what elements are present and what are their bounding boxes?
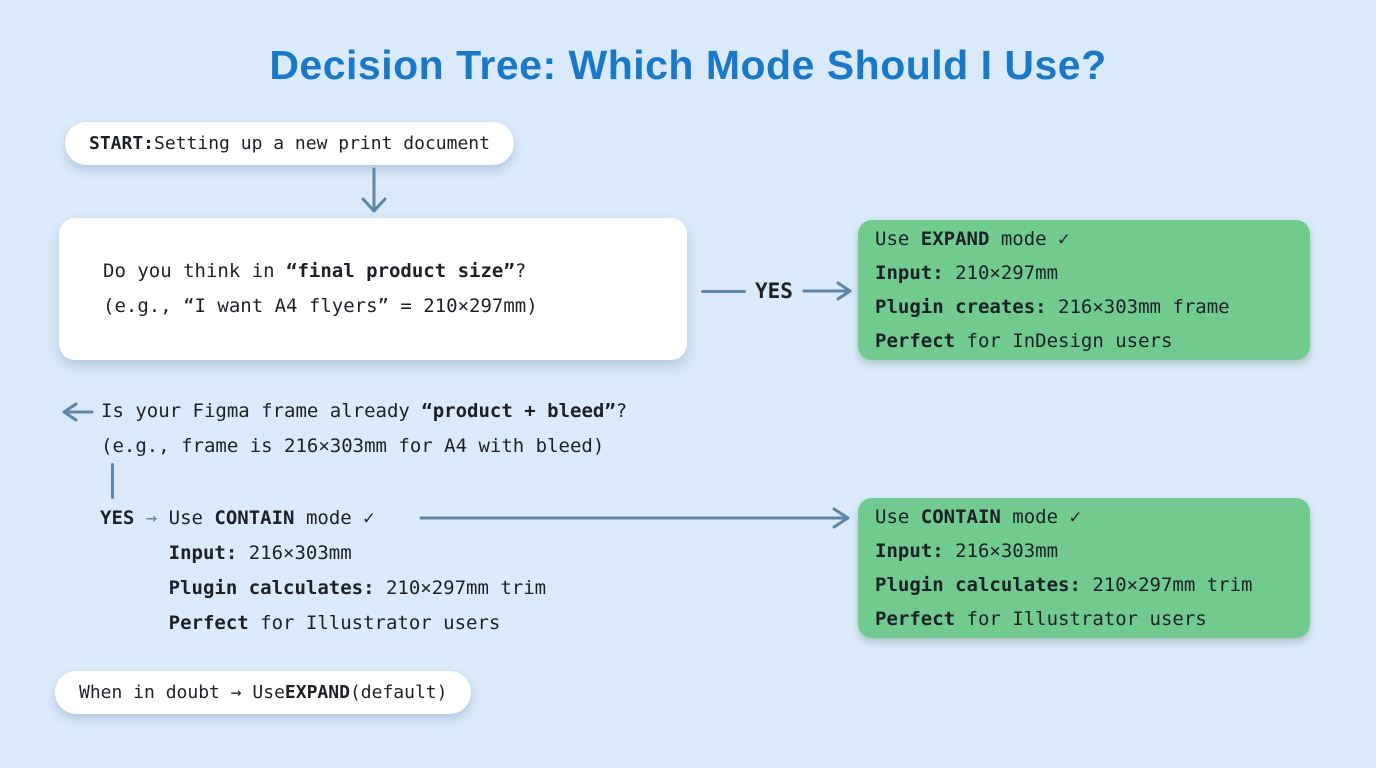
contain-result-input: Input: 216×303mm <box>875 540 1059 562</box>
question-final-size-box: Do you think in “final product size”? (e… <box>59 218 687 360</box>
contain-result-perfect: Perfect for Illustrator users <box>875 608 1207 630</box>
question-final-size-line2: (e.g., “I want A4 flyers” = 210×297mm) <box>103 295 538 317</box>
arrow-right-small-icon: → <box>134 507 169 529</box>
start-label-text: Setting up a new print document <box>154 133 490 154</box>
connector-line-vertical <box>111 463 114 499</box>
connector-line <box>701 289 746 293</box>
contain-answer-perfect: Perfect for Illustrator users <box>168 612 501 634</box>
question-final-size-line1: Do you think in “final product size”? <box>103 260 527 282</box>
contain-result-title: Use CONTAIN mode ✓ <box>875 506 1081 528</box>
contain-answer-input: Input: 216×303mm <box>168 542 352 564</box>
contain-answer-title: YES → Use CONTAIN mode ✓ <box>100 507 375 529</box>
page-title: Decision Tree: Which Mode Should I Use? <box>269 42 1107 88</box>
start-node: START: Setting up a new print document <box>65 122 514 165</box>
question-product-bleed-line1: Is your Figma frame already “product + b… <box>101 400 628 422</box>
expand-result-title: Use EXPAND mode ✓ <box>875 228 1070 250</box>
question-product-bleed-line2: (e.g., frame is 216×303mm for A4 with bl… <box>101 435 605 457</box>
contain-result-plugin: Plugin calculates: 210×297mm trim <box>875 574 1253 596</box>
contain-answer-plugin: Plugin calculates: 210×297mm trim <box>168 577 547 599</box>
question-product-bleed: Is your Figma frame already “product + b… <box>101 394 627 464</box>
yes-connector: YES <box>701 277 858 305</box>
arrow-left-icon <box>62 402 94 422</box>
fallback-pill: When in doubt → Use EXPAND (default) <box>55 671 472 714</box>
arrow-right-icon <box>802 281 852 301</box>
contain-result-box: Use CONTAIN mode ✓ Input: 216×303mm Plug… <box>858 498 1310 638</box>
expand-result-perfect: Perfect for InDesign users <box>875 330 1173 352</box>
expand-result-input: Input: 210×297mm <box>875 262 1059 284</box>
expand-result-box: Use EXPAND mode ✓ Input: 210×297mm Plugi… <box>858 220 1310 360</box>
start-label-bold: START: <box>89 133 155 154</box>
arrow-down-icon <box>361 167 387 213</box>
contain-answer-block: YES → Use CONTAIN mode ✓ Input: 216×303m… <box>100 501 546 641</box>
yes-connector-label: YES <box>755 279 793 303</box>
arrow-long-right-icon <box>419 507 850 529</box>
expand-result-plugin: Plugin creates: 216×303mm frame <box>875 296 1230 318</box>
